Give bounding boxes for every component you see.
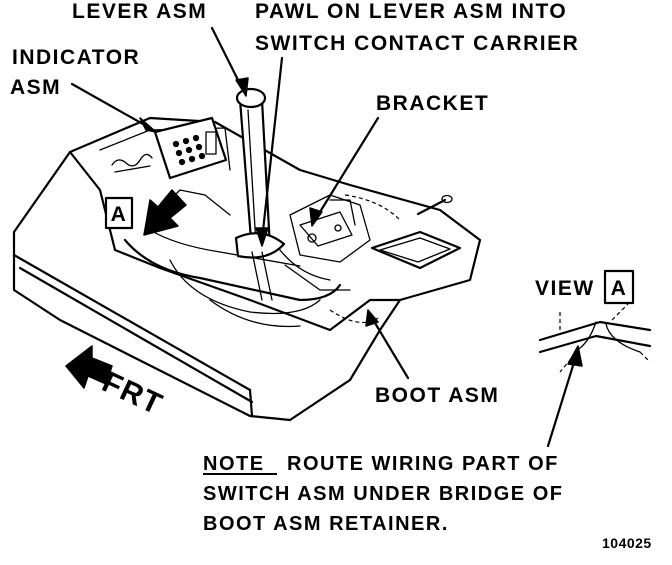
note-line3: BOOT ASM RETAINER. bbox=[203, 513, 449, 535]
front-direction-arrow-icon bbox=[65, 345, 113, 389]
leader-lines bbox=[70, 26, 583, 448]
label-lever-asm: LEVER ASM bbox=[72, 0, 207, 23]
view-a-box: A bbox=[603, 269, 635, 305]
label-boot-asm: BOOT ASM bbox=[375, 384, 499, 407]
view-a-pointer-icon bbox=[143, 189, 187, 236]
callout-a: A bbox=[104, 196, 134, 230]
note-block: NOTE ROUTE WIRING PART OF SWITCH ASM UND… bbox=[203, 453, 563, 535]
view-a-letter: A bbox=[611, 277, 628, 300]
figure-number: 104025 bbox=[602, 535, 652, 551]
indicator-dial-grid bbox=[172, 131, 217, 166]
view-a-detail bbox=[538, 303, 652, 373]
note-line2: SWITCH ASM UNDER BRIDGE OF bbox=[203, 483, 563, 505]
note-keyword: NOTE bbox=[203, 453, 265, 475]
note-line1: ROUTE WIRING PART OF bbox=[287, 453, 559, 475]
label-indicator-line1: INDICATOR bbox=[12, 46, 140, 69]
label-indicator-line2: ASM bbox=[10, 76, 61, 99]
callout-a-letter: A bbox=[111, 203, 128, 226]
label-front: FRT bbox=[97, 365, 168, 421]
label-pawl-line1: PAWL ON LEVER ASM INTO bbox=[255, 0, 567, 23]
label-pawl-line2: SWITCH CONTACT CARRIER bbox=[255, 32, 579, 55]
console-body bbox=[12, 116, 482, 422]
label-view-word: VIEW bbox=[535, 277, 595, 300]
label-bracket: BRACKET bbox=[376, 92, 489, 115]
shift-lever bbox=[234, 87, 286, 301]
